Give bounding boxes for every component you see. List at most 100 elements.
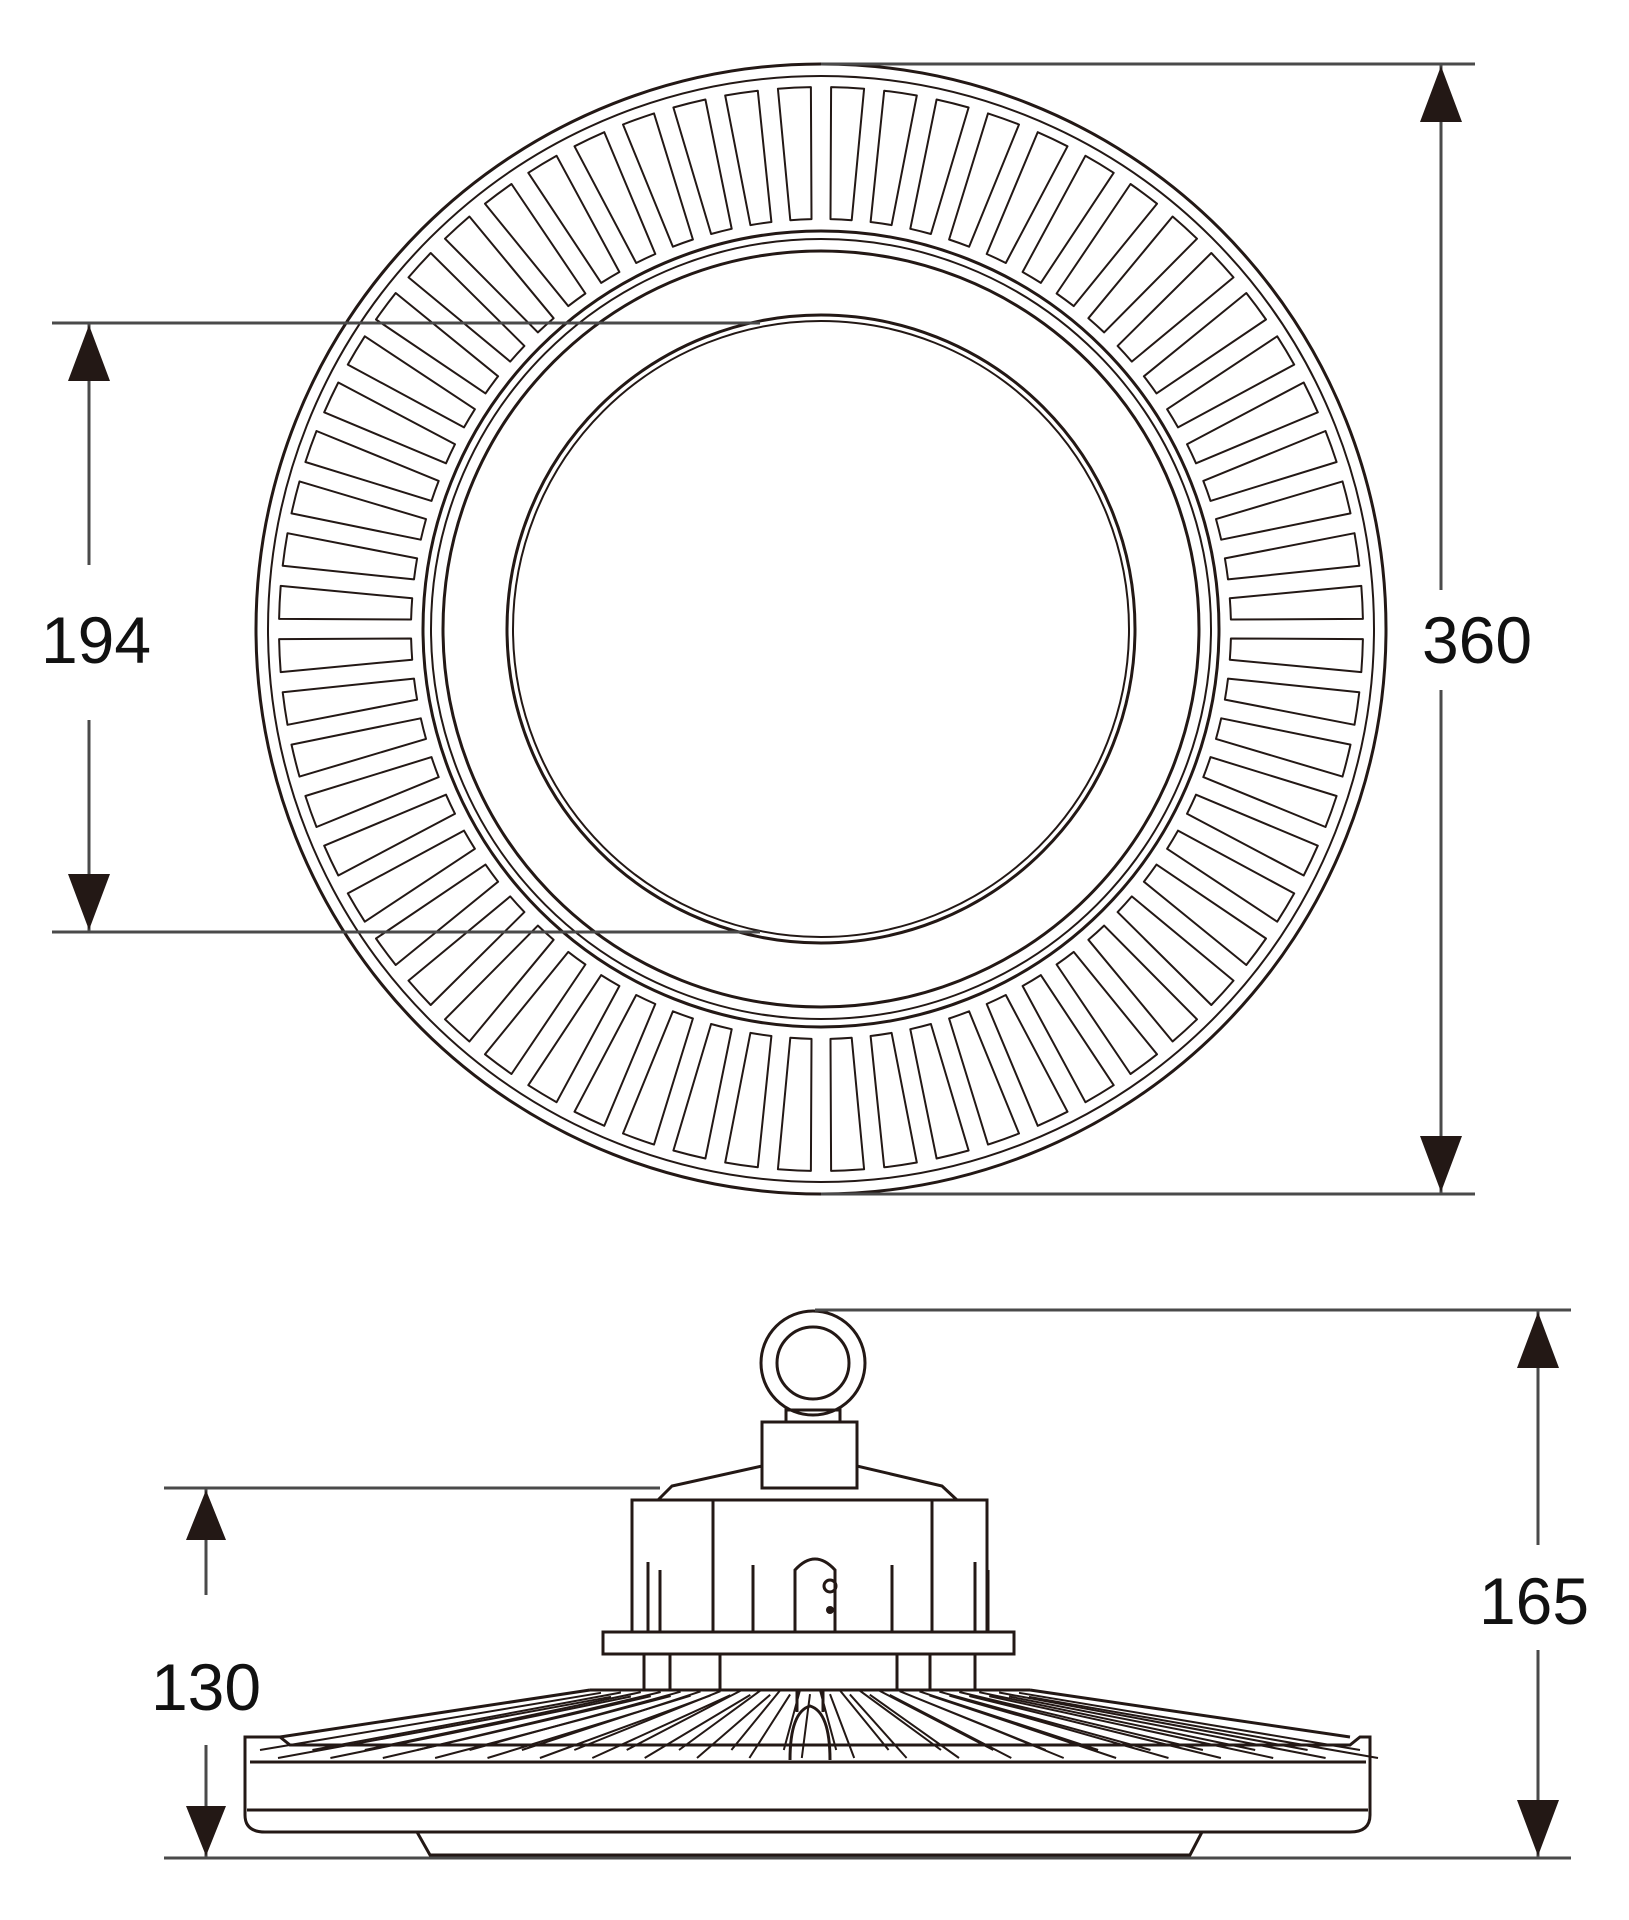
mount-tab xyxy=(793,1557,837,1632)
heatsink-fin xyxy=(909,98,970,235)
heatsink-top-profile xyxy=(279,1688,1351,1739)
center-hub xyxy=(788,1690,832,1761)
lens-bottom xyxy=(415,1831,1204,1857)
heatsink-fin xyxy=(281,677,419,726)
heatsink-fin xyxy=(1116,252,1235,363)
heatsink-fin xyxy=(407,895,526,1006)
side-heatsink-fin xyxy=(573,1690,731,1759)
outer-housing-circle xyxy=(254,62,1388,1196)
side-heatsink-fin xyxy=(839,1689,908,1759)
heatsink-fin xyxy=(290,480,427,541)
heatsink-fin xyxy=(1116,895,1235,1006)
heatsink-fin xyxy=(323,381,456,465)
heatsink-fin xyxy=(1142,292,1267,395)
heatsink-fin xyxy=(1142,863,1267,966)
heatsink-fin xyxy=(869,89,918,227)
heatsink-fin xyxy=(1166,335,1296,429)
heatsink-fin xyxy=(829,1036,866,1172)
heatsink-fin xyxy=(323,793,456,877)
heatsink-fin xyxy=(776,1036,813,1172)
top-view: 360 194 xyxy=(41,62,1532,1196)
heatsink-fin xyxy=(1228,584,1364,621)
heatsink-fin xyxy=(869,1031,918,1169)
heatsink-fin xyxy=(1223,677,1361,726)
side-heatsink-fin xyxy=(312,1691,632,1759)
side-heatsink-fins xyxy=(259,1688,1379,1761)
side-heatsink-fin xyxy=(678,1689,771,1759)
heatsink-fin xyxy=(1223,532,1361,581)
heatsink-fin xyxy=(776,86,813,222)
side-heatsink-fin xyxy=(259,1691,612,1759)
heatsink-fin xyxy=(948,1010,1020,1146)
side-heatsink-fin xyxy=(626,1690,751,1759)
housing-body xyxy=(243,1735,1372,1834)
dim-360-label: 360 xyxy=(1422,603,1532,677)
heatsink-fin xyxy=(1228,637,1364,674)
side-heatsink-fin xyxy=(730,1689,791,1759)
side-view: 165 130 xyxy=(151,1308,1589,1860)
heatsink-fin xyxy=(724,1031,773,1169)
heatsink-fin xyxy=(346,829,476,923)
dim-165-arrow-down-icon xyxy=(1517,1800,1559,1856)
dim-360-arrow-up-icon xyxy=(1420,66,1462,122)
side-heatsink-fin xyxy=(939,1690,1169,1759)
support-posts xyxy=(642,1654,977,1690)
side-heatsink-fin xyxy=(978,1691,1274,1759)
heatsink-fin xyxy=(1055,183,1158,308)
side-heatsink-fin xyxy=(879,1690,1012,1759)
heatsink-fin xyxy=(1087,215,1198,334)
heatsink-fin xyxy=(527,974,621,1104)
side-heatsink-fin xyxy=(998,1691,1326,1759)
side-heatsink-fin xyxy=(959,1691,1222,1759)
dim-165-label: 165 xyxy=(1479,1564,1589,1638)
heatsink-fin xyxy=(444,924,555,1043)
heatsink-fin xyxy=(948,112,1020,248)
heatsink-fin xyxy=(484,950,587,1075)
heatsink-fin xyxy=(1202,756,1338,828)
heatsink-fin xyxy=(484,183,587,308)
side-heatsink-fin xyxy=(1018,1691,1379,1759)
lens-circle xyxy=(505,313,1137,945)
heatsink-fin xyxy=(444,215,555,334)
heatsink-fin xyxy=(1202,430,1338,502)
heatsink-fin xyxy=(724,89,773,227)
bezel-ring-mid xyxy=(430,238,1212,1020)
dim-194-arrow-up-icon xyxy=(68,325,110,381)
shoulder xyxy=(654,1464,961,1502)
heatsink-fin xyxy=(1215,717,1352,778)
dim-130-label: 130 xyxy=(151,1650,261,1724)
heatsink-fin xyxy=(829,86,866,222)
heatsink-fin xyxy=(375,292,500,395)
neck xyxy=(760,1420,859,1490)
heatsink-fin xyxy=(985,131,1069,264)
heatsink-fin xyxy=(573,994,657,1127)
heatsink-fin xyxy=(407,252,526,363)
heatsink-fin xyxy=(1186,793,1319,877)
dim-194-arrow-down-icon xyxy=(68,874,110,930)
dim-194-label: 194 xyxy=(41,603,151,677)
heatsink-fin xyxy=(622,1010,694,1146)
driver-box-slots xyxy=(646,1562,990,1632)
side-heatsink-fin xyxy=(859,1689,960,1759)
heatsink-fin xyxy=(573,131,657,264)
heatsink-fins xyxy=(278,86,1364,1172)
heatsink-fin xyxy=(672,1023,733,1160)
heatsink-fin xyxy=(375,863,500,966)
heatsink-fin xyxy=(304,430,440,502)
side-heatsink-fin xyxy=(919,1690,1117,1759)
dim-130-arrow-down-icon xyxy=(186,1806,226,1856)
outer-housing-inner-edge xyxy=(267,75,1375,1183)
heatsink-fin xyxy=(527,154,621,284)
side-heatsink-fin xyxy=(899,1690,1065,1759)
dim-360-arrow-down-icon xyxy=(1420,1136,1462,1192)
dim-165-arrow-up-icon xyxy=(1517,1312,1559,1368)
heatsink-fin xyxy=(622,112,694,248)
heatsink-fin xyxy=(1166,829,1296,923)
heatsink-fin xyxy=(985,994,1069,1127)
heatsink-fin xyxy=(278,584,414,621)
heatsink-fin xyxy=(672,98,733,235)
bezel-ring-inner xyxy=(441,249,1201,1009)
bezel-ring-outer xyxy=(421,229,1221,1029)
lens-circle-inner xyxy=(512,320,1130,938)
